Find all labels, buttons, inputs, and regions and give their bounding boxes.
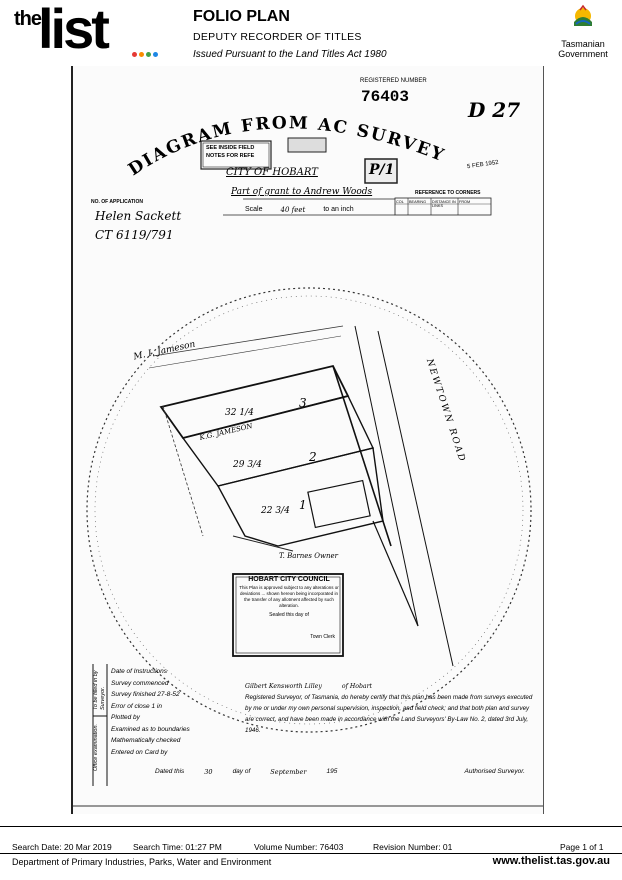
department-name: Department of Primary Industries, Parks,…	[12, 857, 272, 867]
p1-stamp: P/1	[369, 162, 395, 178]
area-lot-3: 32 1/4	[225, 408, 254, 418]
gov-line2: Government	[558, 49, 608, 59]
dated-line: Dated this 30 day of September 195 Autho…	[155, 768, 525, 776]
corners-columns: COL BEARING DISTANCE IN LINKS FROM	[396, 200, 471, 208]
side-label-surveyor: To be filled in by Surveyor.	[93, 670, 106, 710]
grant-label: Part of grant to Andrew Woods	[231, 187, 373, 197]
area-lot-1: 22 3/4	[261, 506, 290, 516]
site-url[interactable]: www.thelist.tas.gov.au	[492, 855, 610, 867]
survey-circle-inner	[94, 295, 524, 725]
logo-list: list	[38, 0, 110, 60]
logo-the: the	[14, 8, 42, 30]
thelist-logo: the list	[14, 0, 158, 61]
revision-number: Revision Number: 01	[373, 842, 453, 852]
registered-number: 76403	[361, 88, 410, 106]
footer-divider	[0, 826, 622, 827]
survey-circle	[86, 287, 532, 733]
side-label-office: Office examination.	[93, 723, 99, 771]
council-stamp: HOBART CITY COUNCIL This Plan is approve…	[239, 576, 339, 640]
lot-3: 3	[299, 396, 307, 410]
city-label: CITY OF HOBART	[226, 167, 318, 178]
office-lines: Date of Instructions Survey commenced Su…	[111, 668, 190, 756]
barnes-label: T. Barnes Owner	[279, 552, 338, 560]
volume-number: Volume Number: 76403	[254, 842, 344, 852]
search-date: Search Date: 20 Mar 2019	[12, 842, 112, 852]
no-application-label: NO. OF APPLICATION	[91, 199, 143, 205]
lot-1: 1	[299, 498, 307, 512]
page-title: FOLIO PLAN	[193, 8, 290, 25]
gov-line1: Tasmanian	[561, 39, 605, 49]
folio-plan-sheet: DIAGRAM FROM AC SURVEY	[71, 66, 544, 814]
registered-label: REGISTERED NUMBER	[360, 78, 427, 84]
search-time: Search Time: 01:27 PM	[133, 842, 222, 852]
hand-reference: D 27	[468, 98, 521, 122]
footer-divider-2	[0, 853, 622, 854]
act-text: Issued Pursuant to the Land Titles Act 1…	[193, 49, 387, 60]
scale-row: Scale 40 feet to an inch	[245, 206, 354, 214]
hand-ct-number: CT 6119/791	[95, 228, 174, 242]
logo-dots	[132, 52, 158, 57]
ref-corners-label: REFERENCE TO CORNERS	[415, 190, 481, 196]
lot-2: 2	[309, 450, 317, 464]
hand-owner-name: Helen Sackett	[95, 209, 182, 223]
page-number: Page 1 of 1	[560, 842, 604, 852]
crest-icon	[574, 4, 592, 26]
plan-drawing: DIAGRAM FROM AC SURVEY	[73, 113, 543, 807]
area-lot-2: 29 3/4	[233, 460, 262, 470]
tasmanian-government-logo: Tasmanian Government	[548, 4, 618, 64]
page-subtitle: DEPUTY RECORDER OF TITLES	[193, 31, 362, 43]
